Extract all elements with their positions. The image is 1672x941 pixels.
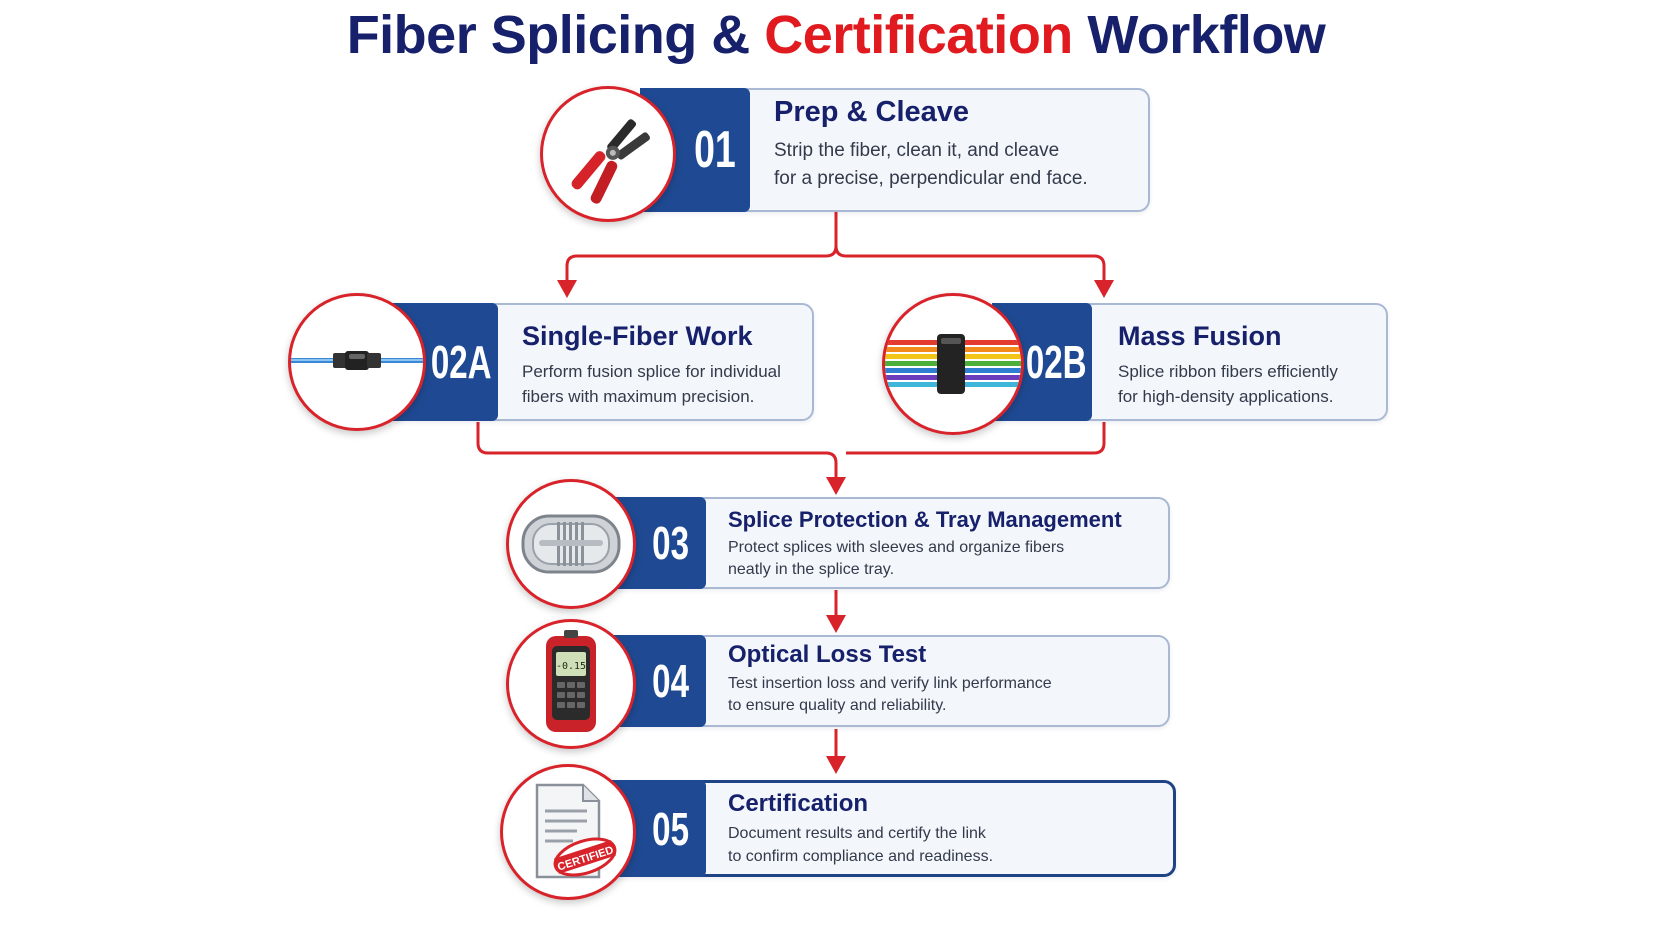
- step-04-heading: Optical Loss Test: [728, 641, 927, 668]
- step-02a-heading: Single-Fiber Work: [522, 321, 753, 351]
- step-02a-number: 02A: [430, 336, 492, 388]
- step-01-icon-circle: [540, 86, 676, 222]
- step-03-desc-line-1: Protect splices with sleeves and organiz…: [728, 539, 1065, 556]
- step-04: 04 -0.15 Optical Loss Test Test insertio…: [506, 619, 1170, 749]
- connector-02a-to-merge: [476, 422, 838, 481]
- connector-01-to-branch: [565, 212, 838, 284]
- connector-01-to-02b: [834, 245, 1106, 284]
- arrowhead-04: [826, 615, 846, 633]
- step-05-number: 05: [652, 802, 690, 855]
- step-02b-desc-line-1: Splice ribbon fibers efficiently: [1118, 362, 1338, 381]
- step-03: 03 Splice Protection & Tray Management P…: [506, 479, 1170, 609]
- step-04-desc-line-2: to ensure quality and reliability.: [728, 697, 947, 715]
- step-05: 05 CERTIFIED Certification Document resu…: [500, 764, 1176, 900]
- step-01-desc-line-1: Strip the fiber, clean it, and cleave: [774, 140, 1060, 161]
- title-part-1: Fiber Splicing &: [346, 5, 751, 65]
- step-04-icon-circle: -0.15: [506, 619, 636, 749]
- step-03-number: 03: [652, 517, 690, 569]
- step-03-desc-line-2: neatly in the splice tray.: [728, 561, 895, 579]
- step-05-heading: Certification: [728, 790, 869, 817]
- splice-tray-icon: [521, 514, 621, 574]
- step-01-heading: Prep & Cleave: [774, 96, 970, 128]
- step-02a-icon-circle: [288, 293, 426, 431]
- step-05-icon-circle: CERTIFIED: [500, 764, 636, 900]
- step-03-heading: Splice Protection & Tray Management: [728, 507, 1122, 532]
- power-meter-icon: -0.15: [546, 630, 596, 732]
- step-02b-icon-circle: [882, 293, 1024, 435]
- arrowhead-03: [826, 477, 846, 495]
- step-02a-desc-line-1: Perform fusion splice for individual: [522, 362, 781, 381]
- title-part-3: Workflow: [1087, 5, 1326, 65]
- ribbon-fiber-icon: [885, 334, 1021, 394]
- certified-document-icon: CERTIFIED: [535, 783, 617, 879]
- step-02a-desc-line-2: fibers with maximum precision.: [522, 386, 755, 406]
- step-04-desc-line-1: Test insertion loss and verify link perf…: [728, 675, 1052, 692]
- step-04-number: 04: [652, 655, 690, 707]
- step-02b: 02B Mass Fusion Splice ribbon fibers eff…: [882, 293, 1388, 435]
- page-title: Fiber Splicing & Certification Workflow: [0, 4, 1672, 66]
- step-01: 01 Prep & Cleave Strip the fiber, clean …: [540, 86, 1150, 222]
- arrowhead-05: [826, 756, 846, 774]
- step-03-icon-circle: [506, 479, 636, 609]
- arrowhead-02a: [557, 280, 577, 298]
- step-02b-desc-line-2: for high-density applications.: [1118, 386, 1334, 406]
- step-02a: 02A Single-Fiber Work Perform fusion spl…: [288, 293, 814, 431]
- step-01-desc-line-2: for a precise, perpendicular end face.: [774, 167, 1088, 189]
- step-01-number: 01: [694, 121, 736, 179]
- meter-reading: -0.15: [556, 661, 586, 672]
- title-part-2: Certification: [764, 5, 1073, 65]
- single-fiber-splice-icon: [291, 351, 423, 370]
- fiber-stripper-tool-icon: [571, 119, 650, 204]
- step-02b-heading: Mass Fusion: [1118, 321, 1282, 351]
- step-05-desc-line-1: Document results and certify the link: [728, 825, 986, 842]
- step-02b-number: 02B: [1025, 336, 1087, 388]
- arrowhead-02b: [1094, 280, 1114, 298]
- step-05-desc-line-2: to confirm compliance and readiness.: [728, 848, 994, 866]
- connector-02b-to-merge: [846, 422, 1106, 455]
